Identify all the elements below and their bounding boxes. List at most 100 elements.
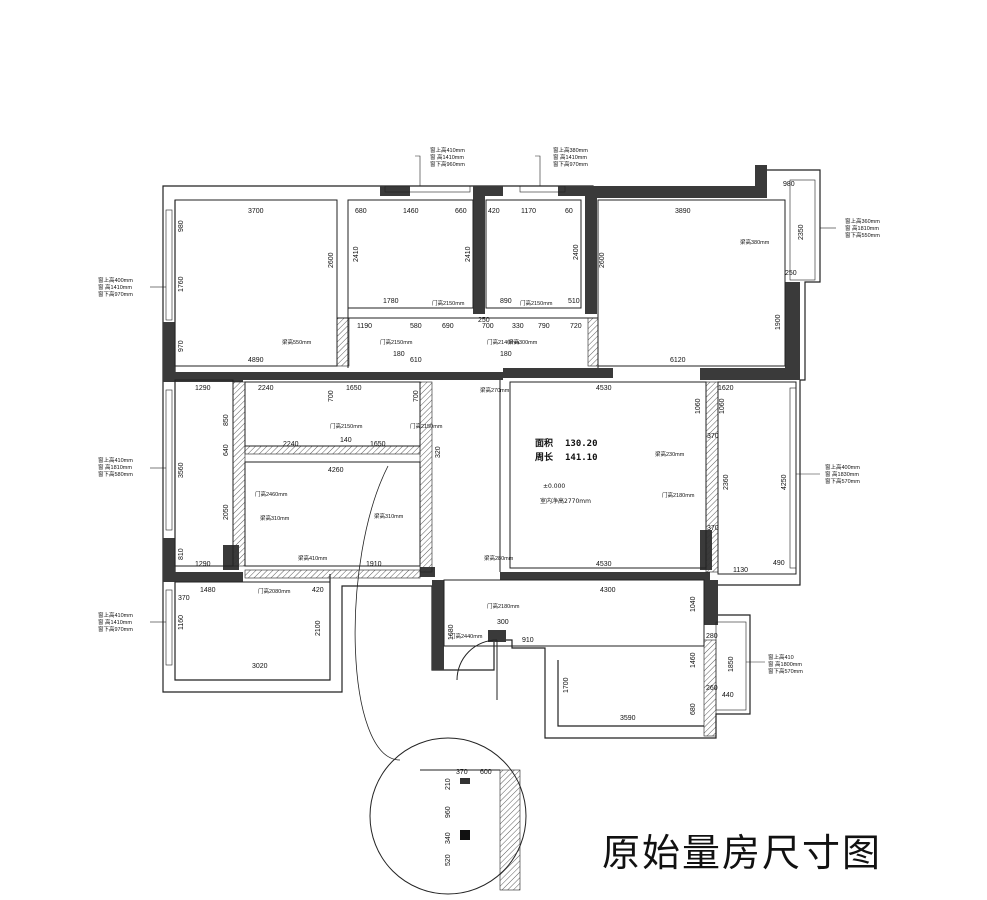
beam-note: 梁高270mm bbox=[480, 386, 510, 394]
win-note-5-b: 窗 高1810mm bbox=[98, 463, 132, 471]
dimension-label: 580 bbox=[410, 323, 422, 330]
beam-note: 梁高310mm bbox=[260, 514, 290, 522]
dimension-label: 1060 bbox=[695, 398, 702, 414]
dimension-label: 340 bbox=[445, 832, 452, 844]
dimension-label: 810 bbox=[178, 548, 185, 560]
dimension-label: 3590 bbox=[620, 715, 636, 722]
dimension-label: 4250 bbox=[781, 474, 788, 490]
beam-note: 梁高310mm bbox=[374, 512, 404, 520]
dimension-label: 250 bbox=[478, 317, 490, 324]
dimension-label: 640 bbox=[223, 444, 230, 456]
dimensions: 3700 680 1460 660 420 1170 60 3890 980 9… bbox=[178, 181, 805, 866]
beam-note: 梁高280mm bbox=[484, 554, 514, 562]
dimension-label: 370 bbox=[707, 433, 719, 440]
beam-notes: 梁高550mm 梁高380mm 梁高300mm 梁高270mm 梁高230mm … bbox=[260, 238, 770, 562]
door-note: 门高2150mm bbox=[380, 338, 413, 346]
dimension-label: 980 bbox=[178, 220, 185, 232]
dimension-label: 720 bbox=[570, 323, 582, 330]
win-note-3-b: 窗 高1810mm bbox=[845, 224, 879, 232]
dimension-label: 600 bbox=[480, 769, 492, 776]
beam-note: 梁高380mm bbox=[740, 238, 770, 246]
win-note-4-b: 窗 高1410mm bbox=[98, 283, 132, 291]
beam-note: 梁高300mm bbox=[508, 338, 538, 346]
door-note: 门高2460mm bbox=[255, 490, 288, 498]
dimension-label: 4530 bbox=[596, 561, 612, 568]
dimension-label: 850 bbox=[223, 414, 230, 426]
win-note-6-c: 窗下高970mm bbox=[98, 625, 133, 633]
area-summary: 面积 130.20 周长 141.10 ±0.000 室内净高2770mm bbox=[535, 437, 598, 505]
dimension-label: 520 bbox=[445, 854, 452, 866]
dimension-label: 2410 bbox=[465, 246, 472, 262]
dimension-label: 330 bbox=[512, 323, 524, 330]
window-notes: 窗上高410mm 窗 高1410mm 窗下高960mm 窗上高380mm 窗 高… bbox=[98, 146, 880, 675]
dimension-label: 3700 bbox=[248, 208, 264, 215]
dimension-label: 4300 bbox=[600, 587, 616, 594]
dimension-label: 960 bbox=[445, 806, 452, 818]
door-note: 门高2150mm bbox=[432, 299, 465, 307]
dimension-label: 1900 bbox=[775, 314, 782, 330]
dimension-label: 2410 bbox=[353, 246, 360, 262]
leader-lines bbox=[150, 155, 836, 663]
dimension-label: 1650 bbox=[370, 441, 386, 448]
dimension-label: 700 bbox=[413, 390, 420, 402]
dimension-label: 2360 bbox=[723, 474, 730, 490]
dimension-label: 1480 bbox=[200, 587, 216, 594]
dimension-label: 1190 bbox=[357, 323, 372, 330]
dimension-label: 1040 bbox=[690, 596, 697, 612]
plan-title: 原始量房尺寸图 bbox=[602, 831, 883, 875]
dimension-label: 2400 bbox=[573, 244, 580, 260]
win-note-6-b: 窗 高1410mm bbox=[98, 618, 132, 626]
door-notes: 门高2150mm 门高2150mm 门高2150mm 门高2140mm 门高21… bbox=[255, 299, 695, 640]
win-note-5-c: 窗下高580mm bbox=[98, 470, 133, 478]
win-note-3-c: 窗下高550mm bbox=[845, 231, 880, 239]
area-label: 面积 bbox=[535, 437, 553, 449]
win-note-5-a: 窗上高410mm bbox=[98, 456, 133, 464]
hatched-walls bbox=[232, 317, 719, 737]
dimension-label: 790 bbox=[538, 323, 550, 330]
dimension-label: 490 bbox=[773, 560, 785, 567]
dimension-label: 2350 bbox=[798, 224, 805, 240]
dimension-label: 420 bbox=[488, 208, 500, 215]
dimension-label: 1850 bbox=[728, 656, 735, 672]
dimension-label: 2600 bbox=[328, 252, 335, 268]
dimension-label: 1460 bbox=[690, 652, 697, 668]
dimension-label: 180 bbox=[393, 351, 405, 358]
door-note: 门高2150mm bbox=[330, 422, 363, 430]
dimension-label: 1680 bbox=[448, 624, 455, 640]
dimension-label: 1130 bbox=[733, 567, 748, 574]
dimension-label: 1290 bbox=[195, 385, 211, 392]
dimension-label: 980 bbox=[783, 181, 795, 188]
dimension-label: 690 bbox=[442, 323, 454, 330]
door-note: 门高2150mm bbox=[520, 299, 553, 307]
win-note-3-a: 窗上高360mm bbox=[845, 217, 880, 225]
dimension-label: 660 bbox=[455, 208, 467, 215]
beam-note: 梁高410mm bbox=[298, 554, 328, 562]
dimension-label: 420 bbox=[312, 587, 324, 594]
dimension-label: 4890 bbox=[248, 357, 264, 364]
dimension-label: 3560 bbox=[178, 462, 185, 478]
win-note-2-c: 窗下高970mm bbox=[553, 160, 588, 168]
windows bbox=[165, 179, 816, 711]
perimeter-value: 141.10 bbox=[565, 453, 598, 463]
dimension-label: 180 bbox=[500, 351, 512, 358]
dimension-label: 1650 bbox=[346, 385, 362, 392]
dimension-label: 140 bbox=[340, 437, 352, 444]
beam-note: 梁高550mm bbox=[282, 338, 312, 346]
win-note-4-c: 窗下高970mm bbox=[98, 290, 133, 298]
detail-callout bbox=[354, 465, 527, 895]
dimension-label: 2240 bbox=[258, 385, 274, 392]
dimension-label: 300 bbox=[497, 619, 509, 626]
win-note-1-c: 窗下高960mm bbox=[430, 160, 465, 168]
dimension-label: 370 bbox=[178, 595, 190, 602]
win-note-1-b: 窗 高1410mm bbox=[430, 153, 464, 161]
dimension-label: 250 bbox=[785, 270, 797, 277]
win-note-1-a: 窗上高410mm bbox=[430, 146, 465, 154]
dimension-label: 610 bbox=[410, 357, 422, 364]
dimension-label: 1060 bbox=[719, 398, 726, 414]
dimension-label: 970 bbox=[178, 340, 185, 352]
dimension-label: 260 bbox=[706, 685, 718, 692]
win-note-7-b: 窗 高1830mm bbox=[825, 470, 859, 478]
area-value: 130.20 bbox=[565, 439, 598, 449]
dimension-label: 60 bbox=[565, 208, 573, 215]
